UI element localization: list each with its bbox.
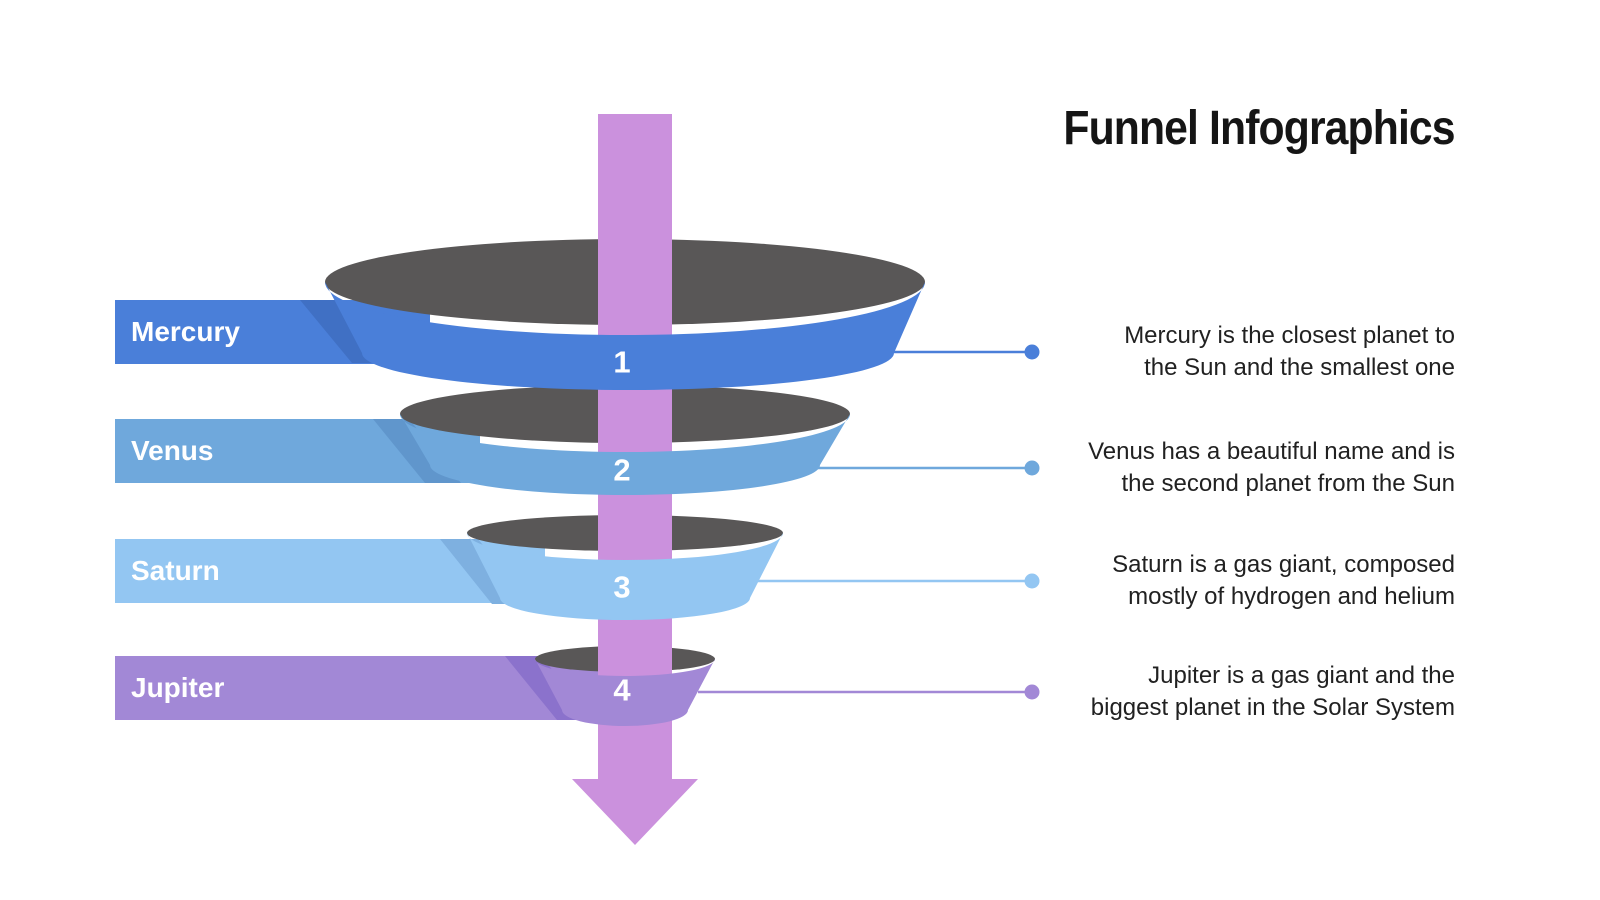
label-venus: Venus: [131, 435, 214, 466]
description-line: Mercury is the closest planet to: [1124, 322, 1455, 349]
description-line: the second planet from the Sun: [1121, 470, 1455, 497]
label-saturn: Saturn: [131, 555, 220, 586]
step-number-3: 3: [613, 570, 630, 605]
description-mercury: Mercury is the closest planet to the Sun…: [995, 320, 1455, 384]
label-bar-saturn: Saturn: [115, 539, 545, 603]
label-bar-jupiter: Jupiter: [115, 656, 610, 720]
description-line: biggest planet in the Solar System: [1090, 694, 1455, 721]
description-saturn: Saturn is a gas giant, composed mostly o…: [995, 549, 1455, 613]
step-number-2: 2: [613, 453, 630, 488]
description-venus: Venus has a beautiful name and is the se…: [995, 436, 1455, 500]
label-bar-venus: Venus: [115, 419, 480, 483]
description-line: Saturn is a gas giant, composed: [1112, 551, 1455, 578]
page-title: Funnel Infographics: [1063, 102, 1456, 155]
description-line: Venus has a beautiful name and is: [1088, 438, 1455, 465]
step-number-4: 4: [613, 673, 631, 708]
step-number-1: 1: [613, 345, 630, 380]
label-jupiter: Jupiter: [131, 672, 225, 703]
description-jupiter: Jupiter is a gas giant and the biggest p…: [995, 660, 1455, 724]
description-line: the Sun and the smallest one: [1144, 354, 1455, 381]
label-bar-mercury: Mercury: [115, 300, 430, 364]
down-arrow: [572, 114, 698, 845]
description-line: mostly of hydrogen and helium: [1128, 583, 1455, 610]
description-line: Jupiter is a gas giant and the: [1148, 662, 1455, 689]
label-mercury: Mercury: [131, 316, 240, 347]
